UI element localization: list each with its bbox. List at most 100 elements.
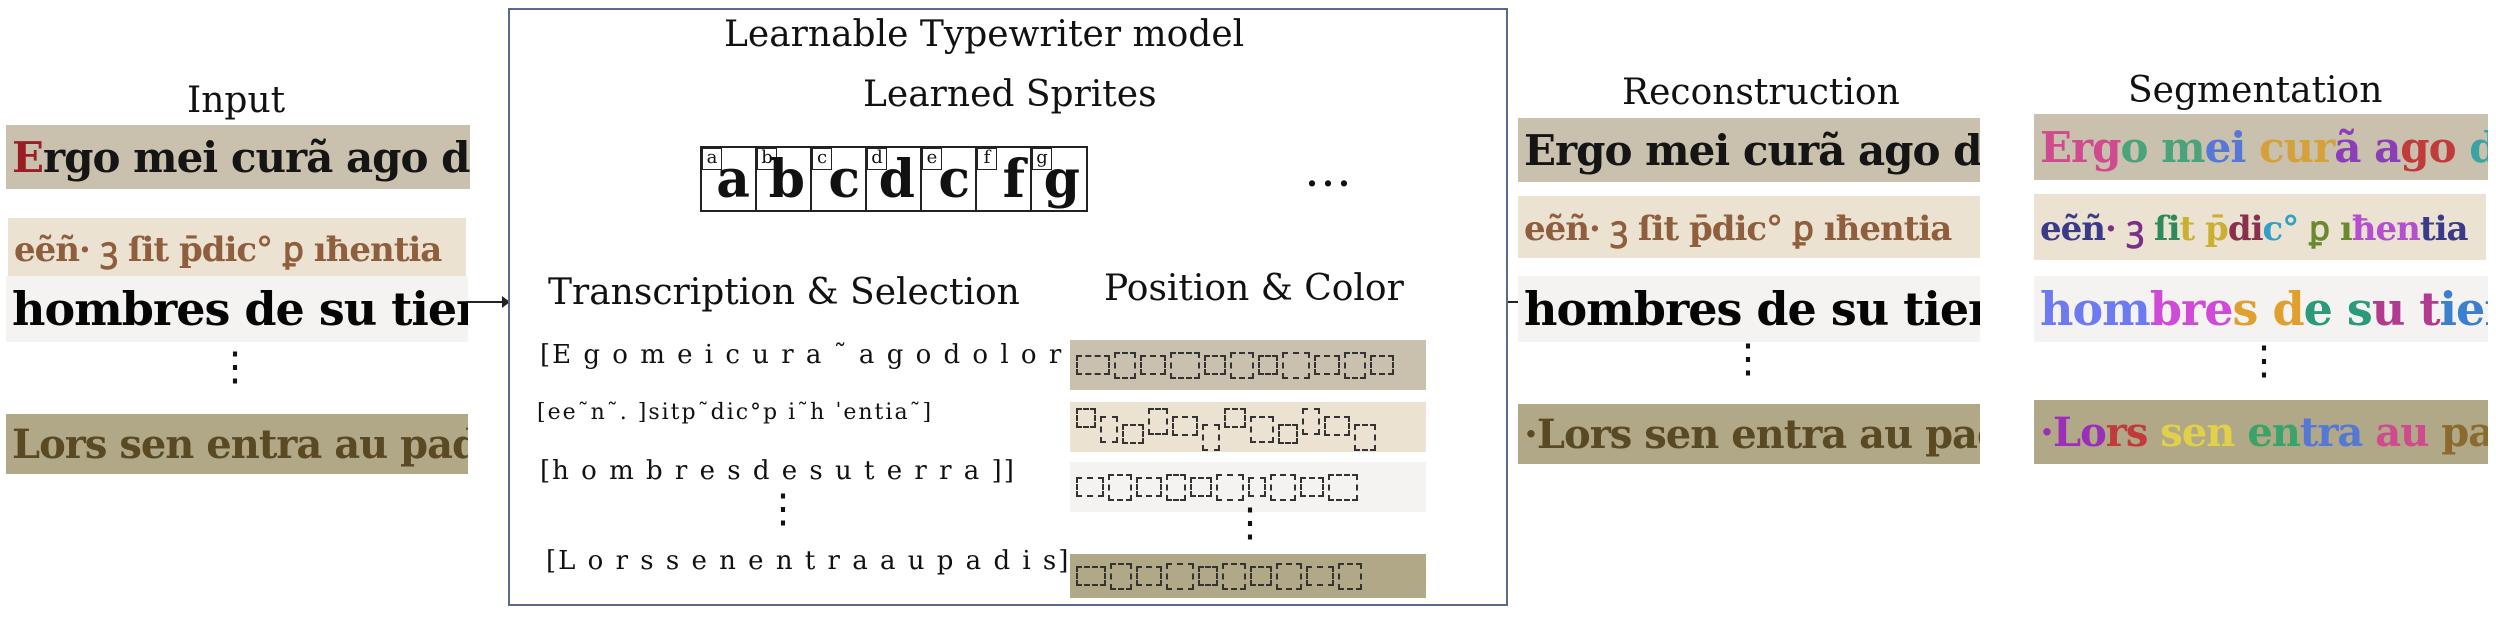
transcription-line-3: [h o m b r e s d e s u t e r r a ]] bbox=[540, 456, 1016, 486]
sprite-tag: g bbox=[1032, 148, 1052, 170]
input-line-text: eẽñ· ꝫ ſit p̄dic° ꝑ ıħentia bbox=[14, 230, 442, 270]
reconstruction-line-2: eẽñ· ꝫ ſit p̄dic° ꝑ ıħentia bbox=[1518, 196, 1980, 258]
sprite-tag: b bbox=[757, 148, 777, 170]
position-strip-3 bbox=[1070, 462, 1426, 512]
sprite-position-box bbox=[1314, 355, 1340, 375]
model-title: Learnable Typewriter model bbox=[724, 14, 1245, 55]
sprite-position-box bbox=[1108, 474, 1132, 501]
sprite-position-box bbox=[1170, 352, 1200, 379]
sprite-position-box bbox=[1140, 355, 1166, 375]
reconstruction-line-1: Ergo mei curã ago dolorẽ bbox=[1518, 118, 1980, 182]
segmentation-line-text: ·Lors sen entra au padis bbox=[2040, 408, 2488, 456]
sprite-position-box bbox=[1166, 563, 1194, 590]
sprite-tag: a bbox=[702, 148, 722, 170]
input-line-text: Ergo mei curã ago dolorẽ bbox=[12, 132, 470, 182]
sprite-position-box bbox=[1230, 352, 1254, 379]
sprite-position-box bbox=[1100, 416, 1118, 443]
sprite-position-box bbox=[1276, 563, 1302, 590]
input-title: Input bbox=[187, 80, 286, 121]
reconstruction-title: Reconstruction bbox=[1622, 72, 1900, 113]
sprite-position-box bbox=[1190, 477, 1212, 497]
sprite-position-box bbox=[1338, 563, 1362, 590]
segmentation-title: Segmentation bbox=[2128, 70, 2383, 111]
sprite-tag: e bbox=[922, 148, 942, 170]
sprite-position-box bbox=[1370, 355, 1394, 375]
position-strip-4 bbox=[1070, 554, 1426, 598]
reconstruction-line-3: hombres de su tierra ⁊ bbox=[1518, 276, 1980, 342]
sprite-position-box bbox=[1076, 566, 1106, 586]
sprite-position-box bbox=[1224, 408, 1246, 428]
sprite-position-box bbox=[1136, 566, 1162, 586]
input-vertical-ellipsis: ⋮ bbox=[215, 344, 255, 390]
sprite-position-box bbox=[1110, 563, 1132, 590]
segmentation-line-3: hombres de su tierra ⁊ bbox=[2034, 276, 2488, 342]
sprite-position-box bbox=[1250, 566, 1272, 586]
sprite-position-box bbox=[1306, 566, 1334, 586]
sprite-glyph: b bbox=[768, 149, 805, 210]
sprite-position-box bbox=[1222, 563, 1246, 590]
reconstruction-line-text: hombres de su tierra ⁊ bbox=[1524, 282, 1980, 336]
input-line-1: Ergo mei curã ago dolorẽ bbox=[6, 125, 470, 189]
sprite-position-box bbox=[1076, 408, 1096, 428]
sprite-position-box bbox=[1114, 352, 1136, 379]
reconstruction-line-4: ·Lors sen entra au padis bbox=[1518, 404, 1980, 464]
sprite-position-box bbox=[1302, 408, 1320, 435]
sprite-position-box bbox=[1248, 477, 1266, 497]
sprite-glyph: f bbox=[1002, 149, 1025, 210]
segmentation-vertical-ellipsis: ⋮ bbox=[2244, 338, 2284, 384]
sprite-position-box bbox=[1344, 352, 1366, 379]
sprite-position-box bbox=[1172, 416, 1198, 436]
sprite-position-box bbox=[1136, 477, 1162, 497]
sprite-position-box bbox=[1250, 416, 1274, 443]
sprite-position-box bbox=[1278, 424, 1298, 444]
position-vertical-ellipsis: ⋮ bbox=[1230, 500, 1270, 546]
input-line-2: eẽñ· ꝫ ſit p̄dic° ꝑ ıħentia bbox=[8, 218, 466, 278]
sprite-position-box bbox=[1300, 477, 1324, 497]
sprite-position-box bbox=[1076, 355, 1110, 375]
reconstruction-line-text: ·Lors sen entra au padis bbox=[1524, 410, 1980, 458]
model-box bbox=[508, 8, 1508, 606]
transcription-line-4: [L o r s s e n e n t r a a u p a d i s] bbox=[546, 546, 1071, 576]
sprite-glyph: d bbox=[878, 149, 915, 210]
transcription-line-1: [E g o m e i c u r a ˜ a g o d o l o r e… bbox=[540, 340, 1129, 370]
sprite-tag: c bbox=[812, 148, 832, 170]
segmentation-line-text: hombres de su tierra ⁊ bbox=[2040, 282, 2488, 336]
position-title: Position & Color bbox=[1104, 268, 1404, 309]
position-strip-1 bbox=[1070, 340, 1426, 390]
sprite-tag: f bbox=[977, 148, 997, 170]
sprite-position-box bbox=[1122, 424, 1144, 444]
reconstruction-vertical-ellipsis: ⋮ bbox=[1728, 336, 1768, 382]
sprite-glyph: c bbox=[828, 149, 860, 210]
transcription-title: Transcription & Selection bbox=[548, 272, 1020, 313]
transcription-line-2: [ee˜n˜. ]sitp˜dic°p i˜h ˈentia˜] bbox=[537, 400, 934, 425]
sprite-position-box bbox=[1270, 474, 1296, 501]
input-line-text: hombres de su tierra ⁊ bbox=[12, 282, 468, 336]
sprite-position-box bbox=[1324, 416, 1350, 436]
sprites-title: Learned Sprites bbox=[863, 74, 1157, 115]
reconstruction-line-text: eẽñ· ꝫ ſit p̄dic° ꝑ ıħentia bbox=[1524, 209, 1952, 249]
sprite-position-box bbox=[1166, 474, 1186, 501]
input-line-4: Lors sen entra au padis bbox=[6, 414, 468, 474]
sprite-position-box bbox=[1148, 408, 1168, 435]
sprite-position-box bbox=[1328, 474, 1358, 501]
input-line-3: hombres de su tierra ⁊ bbox=[6, 276, 468, 342]
reconstruction-line-text: Ergo mei curã ago dolorẽ bbox=[1524, 125, 1980, 175]
sprite-glyph: g bbox=[1043, 149, 1080, 210]
arrow-input-to-model bbox=[466, 296, 510, 308]
position-strip-2 bbox=[1070, 402, 1426, 452]
transcription-vertical-ellipsis: ⋮ bbox=[763, 486, 803, 532]
sprite-position-box bbox=[1202, 424, 1220, 451]
sprite-position-box bbox=[1204, 355, 1226, 375]
sprite-position-box bbox=[1216, 474, 1244, 501]
segmentation-line-1: Ergo mei curã ago dolorẽ bbox=[2034, 114, 2488, 180]
segmentation-line-4: ·Lors sen entra au padis bbox=[2034, 400, 2488, 464]
sprite-position-box bbox=[1282, 352, 1310, 379]
sprites-ellipsis: … bbox=[1304, 142, 1352, 198]
sprite-position-box bbox=[1076, 477, 1104, 497]
